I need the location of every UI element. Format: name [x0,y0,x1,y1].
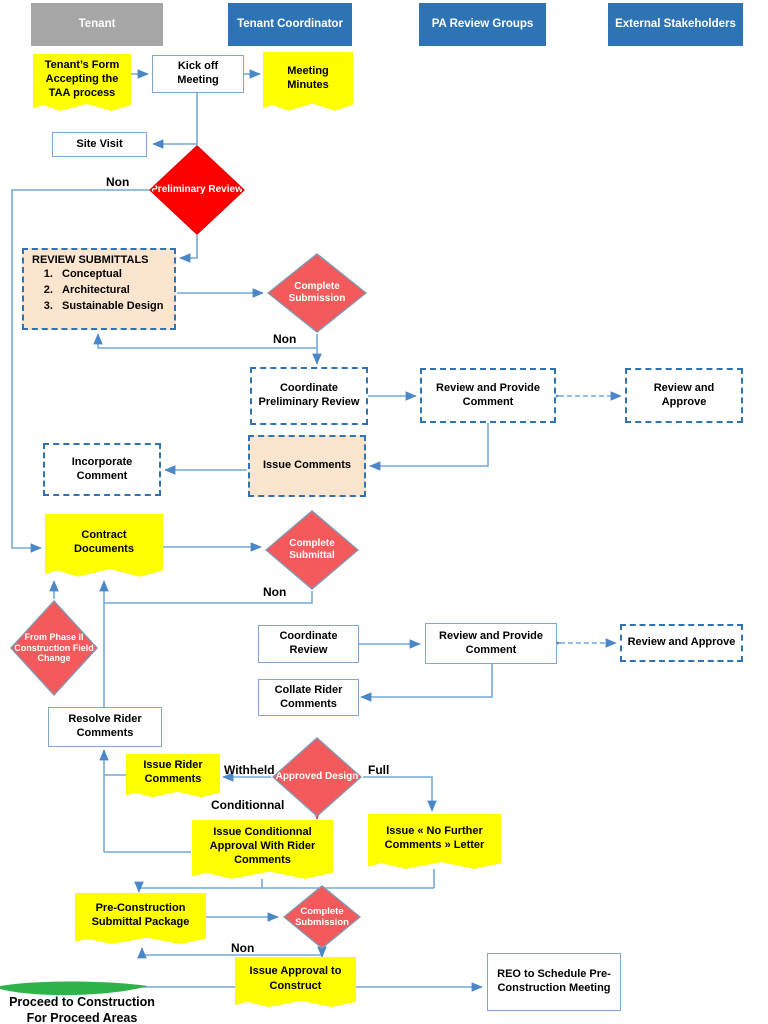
node-review-provide-comment-2: Review and Provide Comment [425,623,557,664]
node-proceed-to-construction: Proceed to Construction For Proceed Area… [9,995,155,1024]
edge-prelim-to-submittals [179,235,198,263]
edge-label-non3: Non [263,585,287,599]
edge-complete1-non-back [93,333,317,349]
node-issue-comments: Issue Comments [248,435,366,497]
node-review-provide-comment-1: Review and Provide Comment [420,368,556,423]
lane-header-tenant-coordinator: Tenant Coordinator [228,3,352,46]
edge-label-conditional: Conditionnal [211,798,285,812]
review-submittals-item: Architectural [56,283,170,299]
node-resolve-rider-comments: Resolve Rider Comments [48,707,162,747]
edge-join-to-preconstruction [134,881,434,893]
lane-header-tenant-label: Tenant [78,17,116,30]
lane-header-external-stakeholders: External Stakeholders [608,3,743,46]
node-reo-schedule-meeting: REO to Schedule Pre-Construction Meeting [487,953,621,1011]
lane-header-pa-review-groups-label: PA Review Groups [431,17,534,30]
node-kick-off-meeting: Kick off Meeting [152,55,244,93]
node-review-approve-1: Review and Approve [625,368,743,423]
edge-label-non4: Non [231,941,255,955]
node-meeting-minutes: Meeting Minutes [263,52,353,111]
edge-label-non1: Non [106,175,130,189]
edge-label-full: Full [368,763,390,777]
node-pre-construction-package: Pre-Construction Submittal Package [75,893,206,944]
node-site-visit: Site Visit [52,132,147,157]
review-submittals-title: REVIEW SUBMITTALS [32,254,149,266]
review-submittals-item: Sustainable Design [56,299,170,315]
node-contract-documents: Contract Documents [45,514,163,577]
review-submittals-item: Conceptual [56,267,170,283]
edge-review1-to-issuecomments [369,423,489,471]
lane-header-pa-review-groups: PA Review Groups [419,3,546,46]
node-issue-approval-to-construct: Issue Approval to Construct [235,957,356,1007]
lane-header-tenant-coordinator-label: Tenant Coordinator [237,17,343,30]
node-issue-no-further-comments: Issue « No Further Comments » Letter [368,814,501,869]
node-issue-conditional-approval: Issue Conditionnal Approval With Rider C… [192,820,333,879]
edge-full [363,776,437,812]
node-tenant-form: Tenant’s Form Accepting the TAA process [33,54,131,111]
node-coordinate-review: Coordinate Review [258,625,359,663]
edge-label-non2: Non [273,332,297,346]
edge-review2-to-collate [360,664,493,702]
node-review-submittals: REVIEW SUBMITTALS Conceptual Architectur… [22,248,176,330]
edge-non1-rail [11,189,149,553]
node-issue-rider-comments: Issue Rider Comments [126,754,220,798]
lane-header-external-stakeholders-label: External Stakeholders [615,17,736,30]
proceed-green-swoosh [0,981,148,996]
node-incorporate-comment: Incorporate Comment [43,443,161,496]
review-submittals-list: Conceptual Architectural Sustainable Des… [32,267,170,315]
lane-header-tenant: Tenant [31,3,163,46]
node-review-approve-2: Review and Approve [620,624,743,662]
node-collate-rider-comments: Collate Rider Comments [258,679,359,716]
node-coordinate-preliminary-review: Coordinate Preliminary Review [250,367,368,425]
edge-submittal-non [104,591,313,604]
edge-label-withheld: Withheld [224,763,275,777]
